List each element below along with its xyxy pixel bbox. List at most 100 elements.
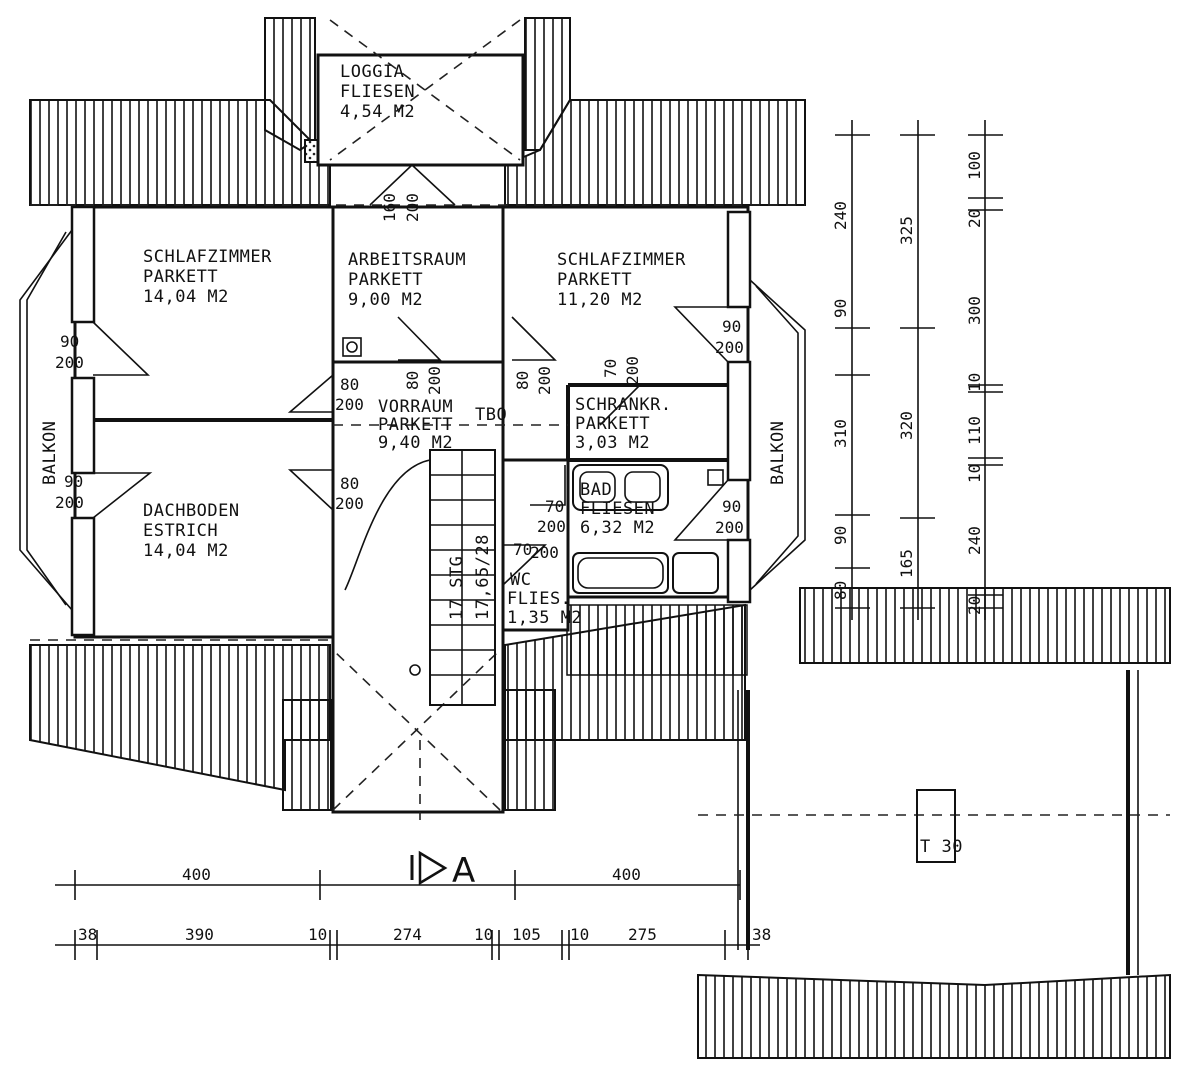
dim-b6: 105 bbox=[512, 925, 541, 944]
dim-c3-5: 110 bbox=[965, 416, 984, 445]
dim-b5: 10 bbox=[474, 925, 493, 944]
bad-name: BAD bbox=[580, 480, 612, 500]
bad-area: 6,32 M2 bbox=[580, 518, 655, 538]
schrank-door-top: 70 bbox=[601, 359, 620, 378]
t30-label: T 30 bbox=[920, 837, 963, 857]
loggia-door-bottom: 200 bbox=[403, 193, 422, 222]
dim-c1-1: 240 bbox=[831, 201, 850, 230]
vor-left-bottom: 200 bbox=[335, 395, 364, 414]
vor-right-door-top: 80 bbox=[513, 371, 532, 390]
arbeitsraum-name: ARBEITSRAUM bbox=[348, 250, 466, 270]
dim-b4: 274 bbox=[393, 925, 422, 944]
schrankr-area: 3,03 M2 bbox=[575, 433, 650, 453]
dachboden-floor: ESTRICH bbox=[143, 521, 218, 541]
right-b-top: 90 bbox=[722, 497, 741, 516]
dim-b8: 275 bbox=[628, 925, 657, 944]
right-a-bottom: 200 bbox=[715, 338, 744, 357]
left-b-top: 90 bbox=[64, 472, 83, 491]
roof-areas bbox=[29, 17, 1171, 1059]
dim-b1: 38 bbox=[78, 925, 97, 944]
bottom-dimensions: 400 400 38 390 10 274 10 105 10 275 38 bbox=[55, 865, 771, 960]
bad-door-bottom: 200 bbox=[537, 517, 566, 536]
arbeitsraum-area: 9,00 M2 bbox=[348, 290, 423, 310]
door-swings bbox=[92, 163, 729, 586]
opening-labels: 90 200 90 200 90 200 90 200 80 200 80 20… bbox=[55, 317, 744, 562]
arbeit-door-bottom: 200 bbox=[425, 366, 444, 395]
schrankr-floor: PARKETT bbox=[575, 414, 650, 434]
loggia-floor: FLIESEN bbox=[340, 82, 415, 102]
bath-fixtures bbox=[342, 337, 724, 594]
schlafzimmer-left-area: 14,04 M2 bbox=[143, 287, 229, 307]
vor-left-top: 80 bbox=[340, 375, 359, 394]
dim-c2-3: 165 bbox=[897, 549, 916, 578]
dach-door-top: 80 bbox=[340, 474, 359, 493]
bad-floor: FLIESEN bbox=[580, 499, 655, 519]
dachboden-name: DACHBODEN bbox=[143, 501, 240, 521]
left-b-bottom: 200 bbox=[55, 493, 84, 512]
dim-b3: 10 bbox=[308, 925, 327, 944]
right-a-top: 90 bbox=[722, 317, 741, 336]
dim-c1-3: 310 bbox=[831, 419, 850, 448]
vorraum-area: 9,40 M2 bbox=[378, 433, 453, 453]
dim-c3-3: 300 bbox=[965, 296, 984, 325]
staircase bbox=[344, 449, 496, 706]
dim-c3-1: 100 bbox=[965, 151, 984, 180]
left-a-bottom: 200 bbox=[55, 353, 84, 372]
arbeitsraum-floor: PARKETT bbox=[348, 270, 423, 290]
dim-b2: 390 bbox=[185, 925, 214, 944]
tbo-label: TBO bbox=[475, 405, 507, 425]
dim-c1-4: 90 bbox=[831, 526, 850, 545]
dim-c3-4: 10 bbox=[965, 373, 984, 392]
section-marker: A bbox=[410, 850, 475, 891]
wc-area: 1,35 M2 bbox=[507, 608, 582, 628]
schrankr-name: SCHRANKR. bbox=[575, 395, 672, 415]
wc-name: WC bbox=[510, 570, 531, 590]
dach-door-bottom: 200 bbox=[335, 494, 364, 513]
schlafzimmer-left-floor: PARKETT bbox=[143, 267, 218, 287]
stairs-label: 17 STG bbox=[447, 556, 467, 620]
schlafzimmer-right-area: 11,20 M2 bbox=[557, 290, 643, 310]
vorraum-name: VORRAUM bbox=[378, 397, 453, 417]
walls bbox=[73, 53, 1139, 975]
room-labels: LOGGIA FLIESEN 4,54 M2 SCHLAFZIMMER PARK… bbox=[143, 62, 686, 628]
dim-c2-1: 325 bbox=[897, 216, 916, 245]
dim-top-right: 400 bbox=[612, 865, 641, 884]
t30-box bbox=[916, 789, 956, 863]
right-b-bottom: 200 bbox=[715, 518, 744, 537]
balkon-left-label: BALKON bbox=[40, 421, 60, 485]
dim-c3-8: 20 bbox=[965, 596, 984, 615]
vorraum-floor: PARKETT bbox=[378, 415, 453, 435]
schlafzimmer-right-floor: PARKETT bbox=[557, 270, 632, 290]
vor-right-door-bottom: 200 bbox=[535, 366, 554, 395]
dim-b9: 38 bbox=[752, 925, 771, 944]
dim-c3-2: 20 bbox=[965, 209, 984, 228]
balkon-right-label: BALKON bbox=[768, 421, 788, 485]
dim-top-left: 400 bbox=[182, 865, 211, 884]
dim-b7: 10 bbox=[570, 925, 589, 944]
right-dimensions: 240 90 310 90 80 325 320 165 100 20 300 … bbox=[831, 120, 1003, 620]
bad-door-top: 70 bbox=[545, 497, 564, 516]
dim-c3-6: 10 bbox=[965, 464, 984, 483]
dim-c3-7: 240 bbox=[965, 526, 984, 555]
loggia-area: 4,54 M2 bbox=[340, 102, 415, 122]
wc-floor: FLIES. bbox=[507, 589, 571, 609]
piers bbox=[70, 205, 752, 637]
loggia-name: LOGGIA bbox=[340, 62, 404, 82]
wc-door-bottom: 200 bbox=[530, 543, 559, 562]
dim-c2-2: 320 bbox=[897, 411, 916, 440]
section-label: A bbox=[452, 851, 475, 891]
arbeit-door-top: 80 bbox=[403, 371, 422, 390]
stairs-ratio-label: 17,65/28 bbox=[473, 534, 493, 620]
schlafzimmer-left-name: SCHLAFZIMMER bbox=[143, 247, 272, 267]
dim-c1-5: 80 bbox=[831, 581, 850, 600]
schlafzimmer-right-name: SCHLAFZIMMER bbox=[557, 250, 686, 270]
schrank-door-bottom: 200 bbox=[623, 356, 642, 385]
loggia-door-top: 160 bbox=[380, 193, 399, 222]
dashed-lines bbox=[30, 19, 1170, 820]
dim-c1-2: 90 bbox=[831, 299, 850, 318]
balconies bbox=[19, 229, 806, 611]
dachboden-area: 14,04 M2 bbox=[143, 541, 229, 561]
rotated-labels: BALKON BALKON 17 STG 17,65/28 160 200 80… bbox=[40, 193, 788, 620]
left-a-top: 90 bbox=[60, 332, 79, 351]
